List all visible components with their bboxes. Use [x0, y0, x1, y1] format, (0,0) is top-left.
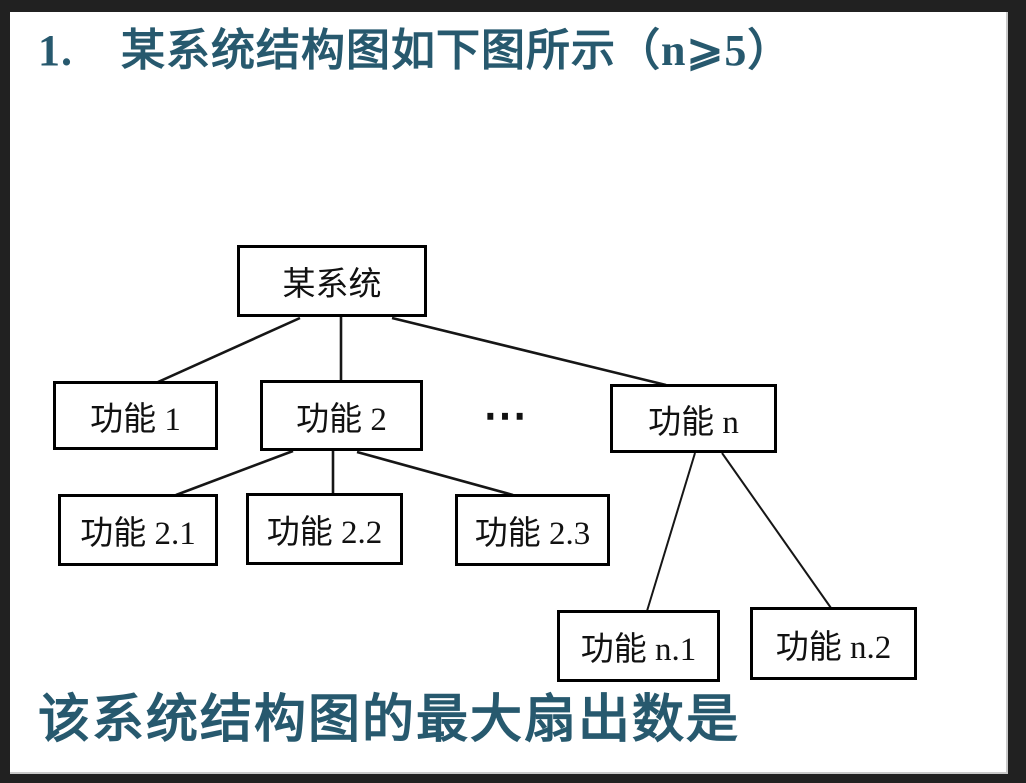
node-func-n-2: 功能 n.2: [750, 607, 917, 680]
node-func-1: 功能 1: [53, 381, 218, 450]
node-func-n-1: 功能 n.1: [557, 610, 720, 682]
node-func-2-3: 功能 2.3: [455, 494, 610, 566]
node-label: 功能 2.1: [80, 516, 196, 552]
node-label: 功能 2.2: [266, 515, 383, 551]
node-label: 功能 n.1: [580, 632, 697, 668]
question-prompt: 该系统结构图的最大扇出数是: [38, 692, 741, 749]
question-number: 1.: [38, 26, 73, 75]
node-func-2-2: 功能 2.2: [246, 493, 403, 565]
question-title-text: 某系统结构图如下图所示（n⩾5）: [121, 26, 793, 75]
node-func-n: 功能 n: [610, 384, 777, 453]
node-func-2: 功能 2: [260, 380, 423, 451]
node-label: 功能 2: [296, 401, 387, 438]
question-title: 1. 某系统结构图如下图所示（n⩾5）: [38, 26, 792, 77]
node-label: 功能 n.2: [775, 629, 892, 666]
node-label: 功能 n: [648, 404, 739, 441]
node-root-system: 某系统: [237, 245, 427, 317]
node-func-2-1: 功能 2.1: [58, 494, 218, 566]
node-label: 功能 2.3: [474, 516, 591, 552]
ellipsis-more-functions: ⋯: [483, 390, 529, 440]
node-label: 功能 1: [90, 401, 181, 438]
node-label: 某系统: [282, 267, 382, 303]
